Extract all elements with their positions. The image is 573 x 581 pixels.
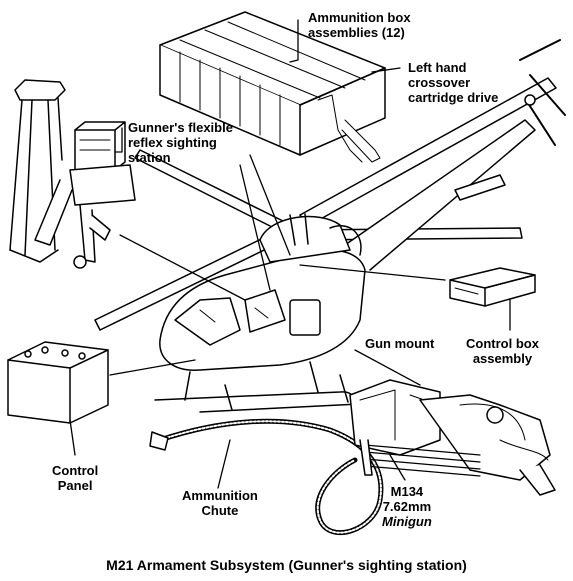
label-gun-mount: Gun mount [365,336,435,351]
figure-caption: M21 Armament Subsystem (Gunner's sightin… [106,557,467,573]
leader-lines [69,19,511,489]
helicopter-drawing [94,39,566,413]
sighting-station-drawing [9,79,136,269]
minigun-drawing [349,379,556,496]
control-panel-drawing [7,341,109,424]
control-box-drawing [449,267,536,307]
ammunition-chute-drawing [149,418,384,536]
ammunition-box-drawing [159,11,386,163]
